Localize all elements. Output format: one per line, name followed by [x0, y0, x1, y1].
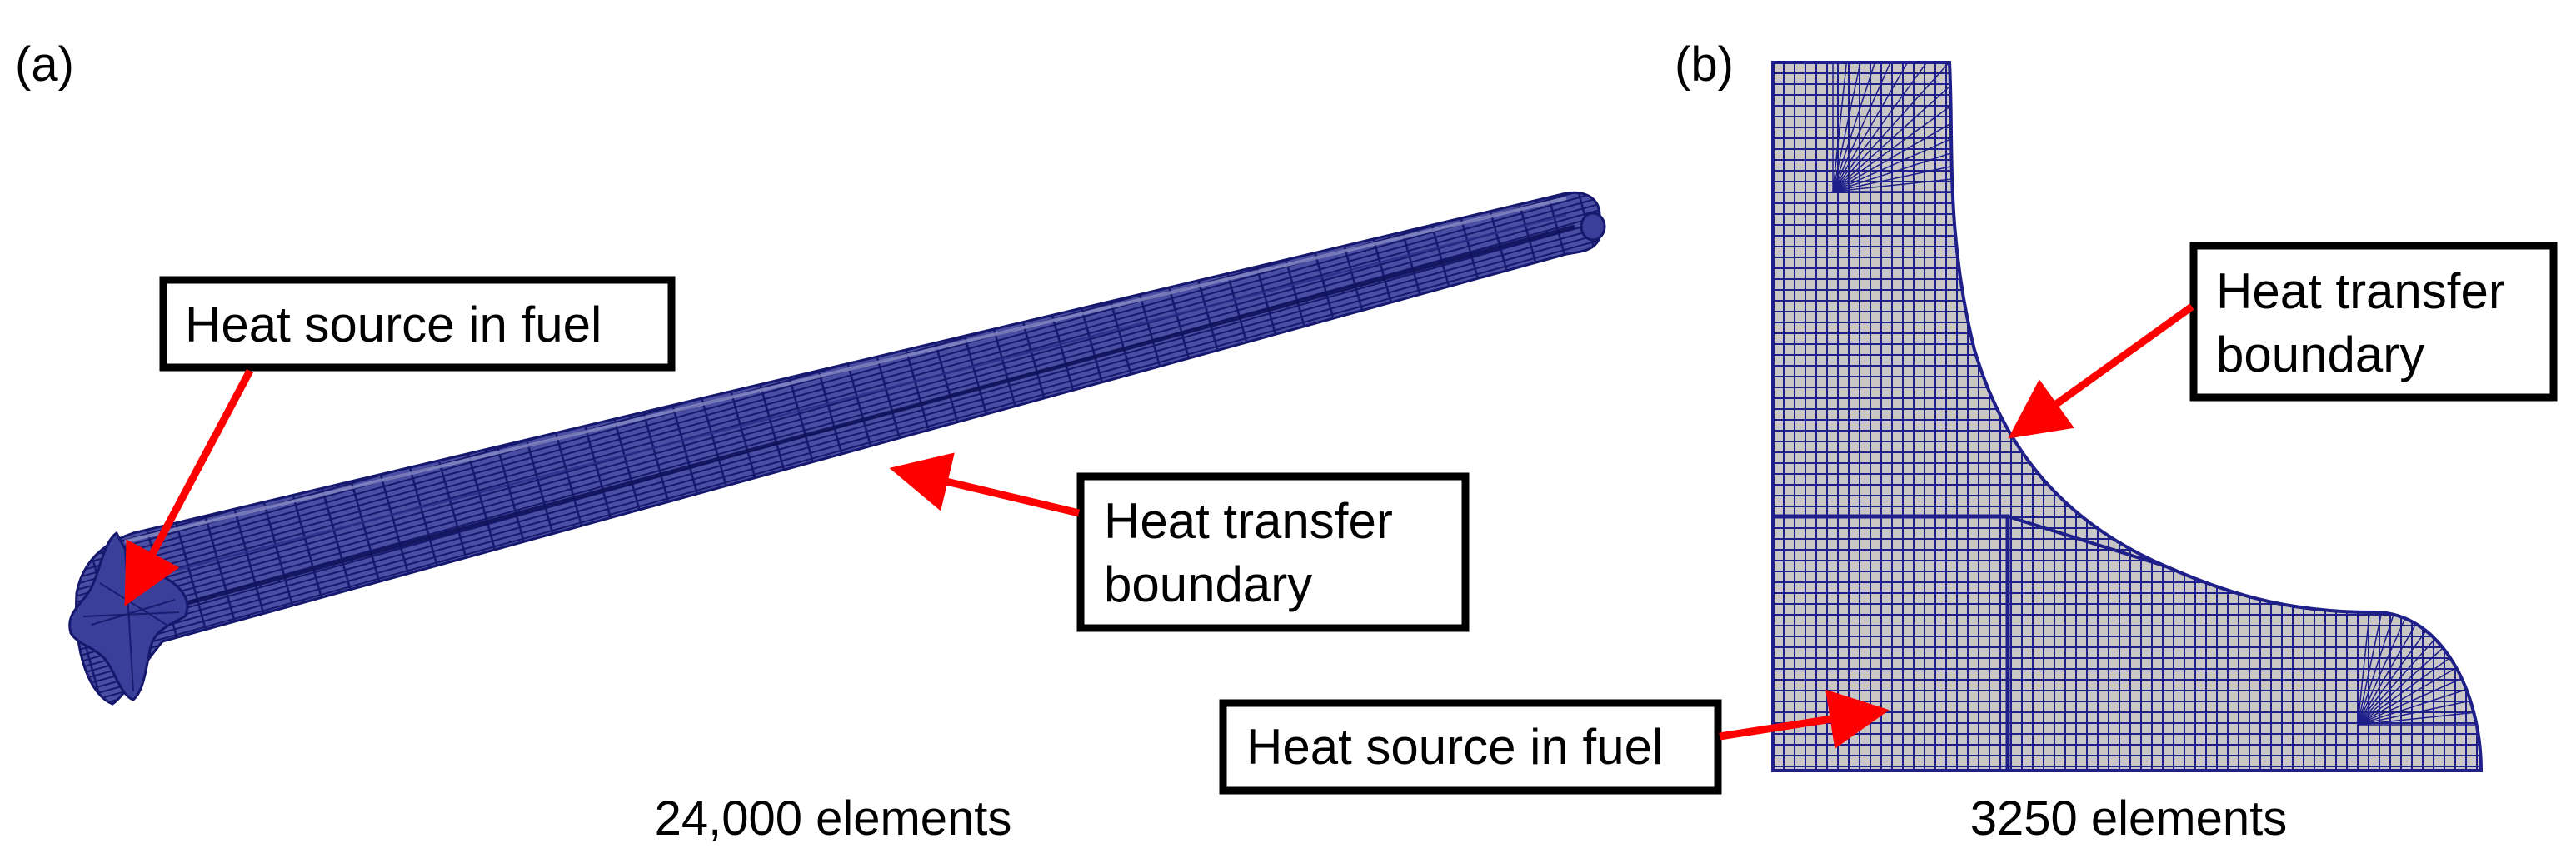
mesh-line — [2357, 706, 2481, 726]
callout-heat-transfer-line2: boundary — [1104, 556, 1312, 612]
callout-box — [2189, 242, 2558, 402]
mesh-line — [1832, 68, 1969, 192]
callout-heat-transfer-a: Heat transfer boundary — [1076, 472, 1470, 632]
panel-b: (b) Heat transfer boundary Heat source i… — [1219, 37, 2558, 846]
arrow-heat-transfer-a — [889, 452, 1081, 517]
mesh-line — [1832, 62, 1909, 192]
mesh-line — [2357, 656, 2481, 726]
callout-heat-transfer-b: Heat transfer boundary — [2189, 242, 2558, 402]
mesh-line — [1832, 62, 1890, 192]
callout-box — [1076, 472, 1470, 632]
arrow-heat-source-a — [124, 368, 253, 606]
mesh-line — [1832, 62, 1853, 192]
mesh-line — [2357, 689, 2481, 726]
callout-heat-source-label: Heat source in fuel — [185, 297, 602, 352]
panel-b-label: (b) — [1675, 37, 1734, 92]
mesh-line — [2357, 672, 2481, 726]
callout-box — [1219, 699, 1722, 795]
arrow-heat-source-b — [1719, 689, 1890, 749]
arrow-heat-transfer-b — [2008, 303, 2194, 439]
element-count-b: 3250 elements — [1970, 791, 2287, 846]
panel-a-label: (a) — [15, 37, 74, 92]
callout-heat-transfer-line1: Heat transfer — [2216, 263, 2505, 319]
mesh-line — [1832, 62, 1956, 192]
panel-a: (a) Heat source in fuel Heat transfer bo… — [15, 37, 1606, 846]
callout-heat-source-a: Heat source in fuel — [159, 276, 676, 372]
callout-heat-transfer-line2: boundary — [2216, 327, 2424, 382]
callout-heat-source-b: Heat source in fuel — [1219, 699, 1722, 795]
mesh-line — [1832, 62, 1925, 192]
callout-box — [159, 276, 676, 372]
mesh-line — [1832, 62, 1872, 192]
mesh-line — [1832, 62, 1941, 192]
element-count-a: 24,000 elements — [655, 791, 1012, 846]
callout-heat-transfer-line1: Heat transfer — [1104, 493, 1393, 549]
callout-heat-source-label: Heat source in fuel — [1246, 719, 1663, 775]
